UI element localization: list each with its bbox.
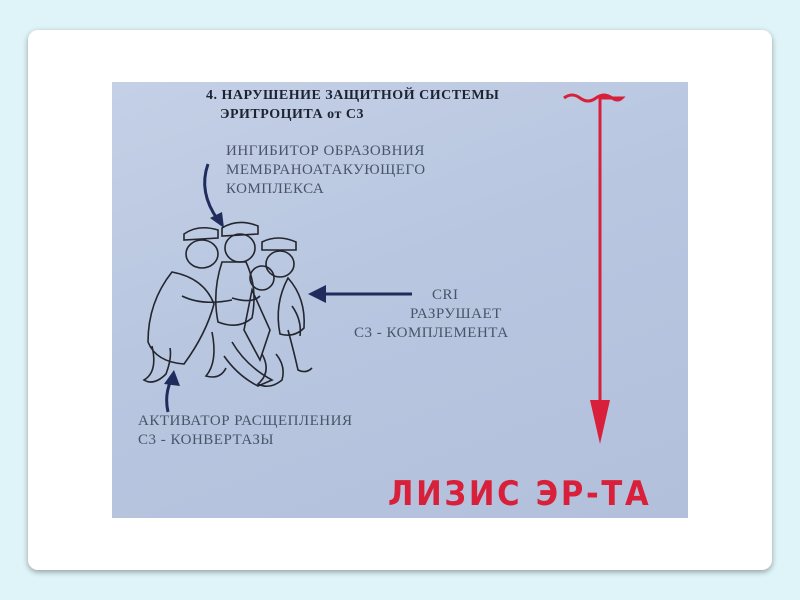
title-line-1: 4. НАРУШЕНИЕ ЗАЩИТНОЙ СИСТЕМЫ <box>206 88 500 103</box>
slide-title: 4. НАРУШЕНИЕ ЗАЩИТНОЙ СИСТЕМЫ ЭРИТРОЦИТА… <box>206 86 499 124</box>
cartoon-policemen-icon <box>142 221 313 388</box>
cri-line-2: РАЗРУШАЕТ <box>410 306 502 322</box>
activator-line-2: С3 - КОНВЕРТАЗЫ <box>138 432 274 448</box>
inhibitor-line-1: ИНГИБИТОР ОБРАЗОВНИЯ <box>226 143 425 159</box>
lysis-label: ЛИЗИС ЭР-ТА <box>388 474 652 514</box>
activator-line-1: АКТИВАТОР РАСЩЕПЛЕНИЯ <box>138 413 353 429</box>
title-line-2: ЭРИТРОЦИТА от С3 <box>220 107 364 122</box>
inhibitor-label: ИНГИБИТОР ОБРАЗОВНИЯ МЕМБРАНОАТАКУЮЩЕГО … <box>226 142 426 199</box>
slide-photo: 4. НАРУШЕНИЕ ЗАЩИТНОЙ СИСТЕМЫ ЭРИТРОЦИТА… <box>112 82 688 518</box>
cri-label: CRI РАЗРУШАЕТ С3 - КОМПЛЕМЕНТА <box>354 286 509 343</box>
inhibitor-arrow-head-icon <box>210 212 224 228</box>
red-lysis-arrow-shaft <box>563 93 626 412</box>
cri-line-1: CRI <box>432 287 459 303</box>
activator-label: АКТИВАТОР РАСЩЕПЛЕНИЯ С3 - КОНВЕРТАЗЫ <box>138 412 352 450</box>
cri-arrow-head-icon <box>308 285 326 303</box>
inhibitor-arrow-shaft <box>203 163 220 221</box>
inhibitor-line-3: КОМПЛЕКСА <box>226 181 325 197</box>
red-arrow-head-icon <box>590 400 610 444</box>
activator-arrow-head-icon <box>164 370 180 386</box>
diagram-overlay <box>142 93 626 444</box>
inhibitor-line-2: МЕМБРАНОАТАКУЮЩЕГО <box>226 162 426 178</box>
cri-line-3: С3 - КОМПЛЕМЕНТА <box>354 325 509 341</box>
